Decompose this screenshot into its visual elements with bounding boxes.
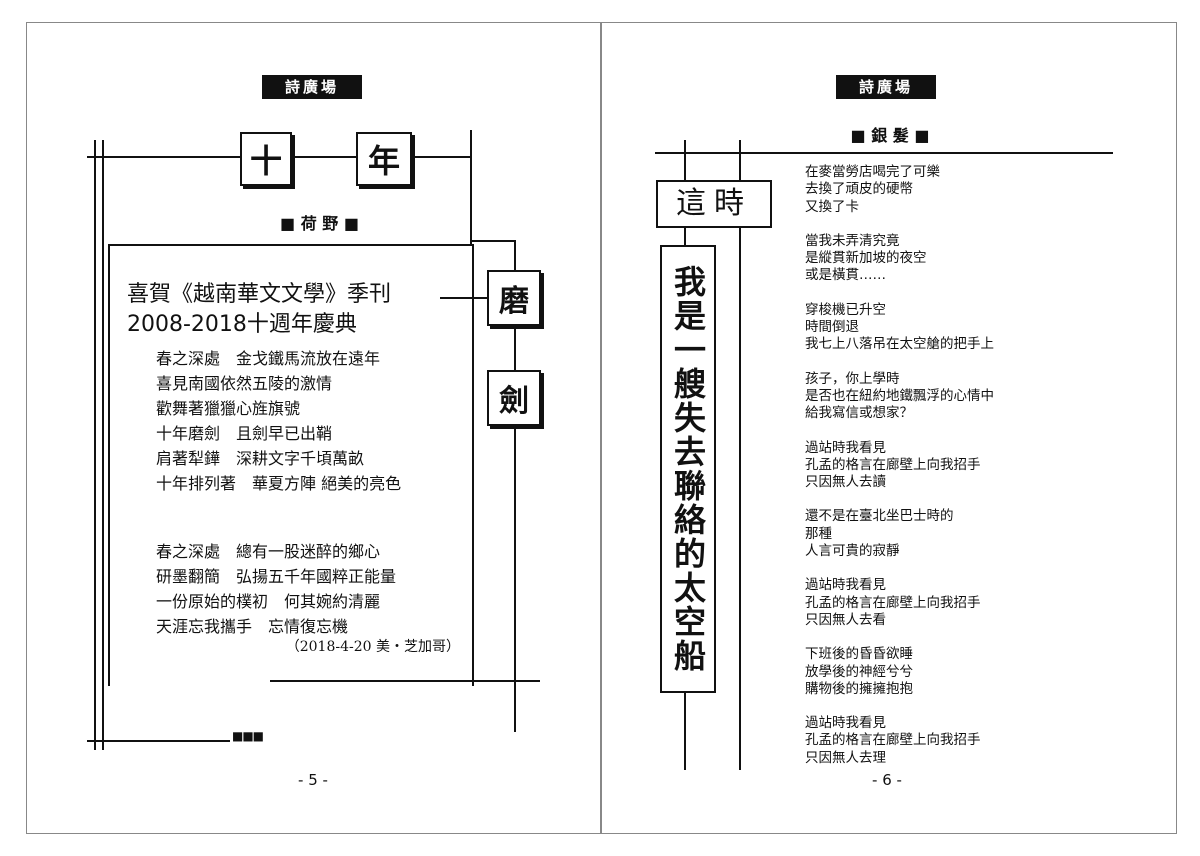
divider (470, 240, 516, 242)
poem-line: 人言可貴的寂靜 (805, 543, 900, 560)
poem-line: 只因無人去看 (805, 611, 886, 628)
side-char-box: 磨 (487, 270, 541, 326)
vertical-title: 我是一艘失去聯絡的太空船 (660, 245, 716, 693)
date-line: （2018-4-20 美・芝加哥） (285, 639, 460, 655)
heading-line: 喜賀《越南華文文學》季刊 (127, 282, 392, 307)
poem-line: 是縱貫新加坡的夜空 (805, 250, 927, 267)
poem-line: 在麥當勞店喝完了可樂 (805, 164, 940, 180)
poem-line: 或是橫貫…… (805, 267, 886, 284)
poem-line: 孔孟的格言在廊壁上向我招手 (805, 456, 981, 473)
divider (440, 297, 488, 299)
poem-line: 去換了頑皮的硬幣 (805, 181, 913, 198)
right-page (600, 22, 1177, 834)
poem-line: 過站時我看見 (805, 439, 886, 456)
poem-line: 只因無人去理 (805, 749, 886, 766)
author-name: ■ 銀 髮 ■ (850, 126, 930, 145)
divider (470, 130, 472, 245)
poem-line: 是否也在紐約地鐵飄浮的心情中 (805, 387, 994, 404)
divider (87, 740, 230, 742)
poem-frame (108, 244, 474, 686)
divider (102, 140, 104, 750)
poem-line: 又換了卡 (805, 198, 859, 215)
left-page (26, 22, 602, 834)
poem-line: 一份原始的樸初 何其婉約清麗 (156, 592, 381, 611)
poem-line: 還不是在臺北坐巴士時的 (805, 508, 954, 525)
poem-line: 過站時我看見 (805, 577, 886, 594)
side-char-box: 劍 (487, 370, 541, 426)
poem-line: 購物後的擁擁抱抱 (805, 680, 913, 697)
heading-line: 2008-2018十週年慶典 (127, 312, 357, 337)
divider (94, 140, 96, 750)
poem-line: 孔孟的格言在廊壁上向我招手 (805, 732, 981, 749)
section-header: 詩廣場 (836, 75, 936, 99)
poem-line: 放學後的神經兮兮 (805, 663, 913, 680)
title-char-box: 年 (356, 132, 412, 186)
title-box: 這時 (656, 180, 772, 228)
poem-line: 十年磨劍 且劍早已出鞘 (156, 424, 333, 443)
divider (514, 240, 516, 732)
poem-line: 歡舞著獵獵心旌旗號 (156, 399, 301, 418)
poem-line: 下班後的昏昏欲睡 (805, 646, 913, 663)
poem-line: 過站時我看見 (805, 715, 886, 732)
poem-line: 研墨翻簡 弘揚五千年國粹正能量 (156, 567, 397, 586)
poem-line: 天涯忘我攜手 忘情復忘機 (156, 617, 349, 636)
page-number: - 5 - (298, 771, 328, 789)
poem-line: 只因無人去讀 (805, 474, 886, 491)
poem-line: 春之深處 金戈鐵馬流放在遠年 (156, 349, 381, 368)
poem-line: 穿梭機已升空 (805, 301, 886, 318)
poem-line: 時間倒退 (805, 319, 859, 336)
divider (270, 680, 540, 682)
poem-body: 在麥當勞店喝完了可樂 去換了頑皮的硬幣 又換了卡 當我未弄清究竟 是縱貫新加坡的… (805, 164, 994, 767)
poem-line: 我七上八落吊在太空艙的把手上 (805, 336, 994, 353)
poem-body: 春之深處 金戈鐵馬流放在遠年 喜見南國依然五陵的激情 歡舞著獵獵心旌旗號 十年磨… (156, 346, 401, 639)
poem-line: 春之深處 總有一股迷醉的鄉心 (156, 542, 381, 561)
poem-line: 十年排列著 華夏方陣 絕美的亮色 (156, 474, 402, 493)
section-header: 詩廣場 (262, 75, 362, 99)
poem-line: 孔孟的格言在廊壁上向我招手 (805, 594, 981, 611)
poem-line: 肩著犁鏵 深耕文字千頃萬畝 (156, 449, 365, 468)
poem-line: 喜見南國依然五陵的激情 (156, 374, 333, 393)
poem-line: 給我寫信或想家？ (805, 405, 913, 422)
poem-line: 那種 (805, 525, 832, 542)
poem-line: 孩子，你上學時 (805, 370, 900, 387)
divider (739, 140, 741, 770)
page-number: - 6 - (872, 771, 902, 789)
author-name: ■ 荷 野 ■ (280, 214, 359, 233)
end-mark: ■■■ (232, 729, 264, 743)
poem-line: 當我未弄清究竟 (805, 232, 900, 249)
divider (655, 152, 1113, 154)
title-char-box: 十 (240, 132, 292, 186)
